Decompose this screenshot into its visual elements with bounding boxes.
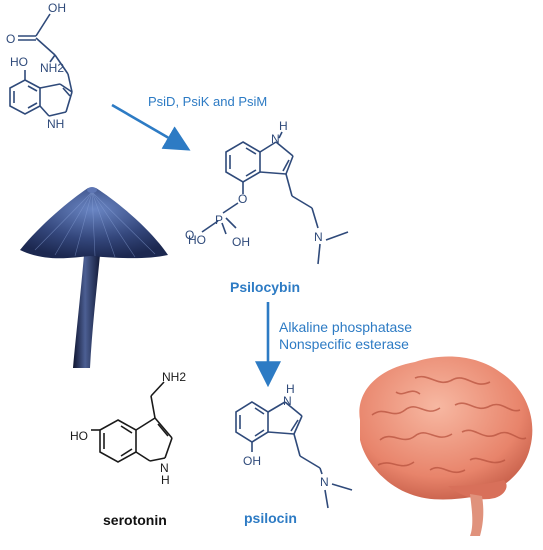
- atom-oh-acid: OH: [48, 1, 66, 15]
- atom-n-top: N: [271, 132, 280, 146]
- step2-enzyme-line1: Alkaline phosphatase: [279, 319, 412, 335]
- atom-o-p: O: [185, 228, 194, 242]
- psilocybin-structure: [201, 131, 349, 265]
- psilocin-name: psilocin: [244, 510, 297, 526]
- atom-nh-indole: NH: [47, 117, 64, 131]
- atom-h-top: H: [286, 382, 295, 396]
- atom-n-top: N: [283, 394, 292, 408]
- psilocin-atom-labels: H N OH N: [243, 382, 329, 489]
- atom-nh2: NH2: [40, 61, 64, 75]
- atom-n-amine: N: [314, 230, 323, 244]
- atom-o-ester: O: [238, 192, 247, 206]
- atom-ho-ring: HO: [10, 55, 28, 69]
- step2-enzyme-line2: Nonspecific esterase: [279, 336, 409, 352]
- psilocybin-atom-labels: H N O P O HO OH N: [185, 119, 323, 249]
- serotonin-name: serotonin: [103, 512, 167, 528]
- psilocin-structure: [235, 401, 353, 509]
- serotonin-structure: [91, 381, 173, 463]
- psilocybin-name: Psilocybin: [230, 279, 300, 295]
- atom-nh2: NH2: [162, 370, 186, 384]
- atom-h: H: [161, 473, 170, 487]
- atom-oh: OH: [232, 235, 250, 249]
- step1-enzymes: PsiD, PsiK and PsiM: [148, 94, 267, 109]
- atom-h-top: H: [279, 119, 288, 133]
- atom-o-carbonyl: O: [6, 32, 15, 46]
- step1-arrow: [111, 103, 191, 151]
- serotonin-atom-labels: NH2 HO N H: [70, 370, 186, 487]
- mushroom-illustration: [20, 187, 168, 368]
- atom-ho: HO: [188, 233, 206, 247]
- atom-n: N: [160, 461, 169, 475]
- precursor-atom-labels: OH O NH2 HO NH: [6, 1, 66, 131]
- atom-ho: HO: [70, 429, 88, 443]
- atom-oh: OH: [243, 454, 261, 468]
- precursor-structure: [9, 13, 73, 117]
- brain-illustration: [359, 356, 533, 536]
- atom-n-amine: N: [320, 475, 329, 489]
- atom-p: P: [215, 213, 223, 227]
